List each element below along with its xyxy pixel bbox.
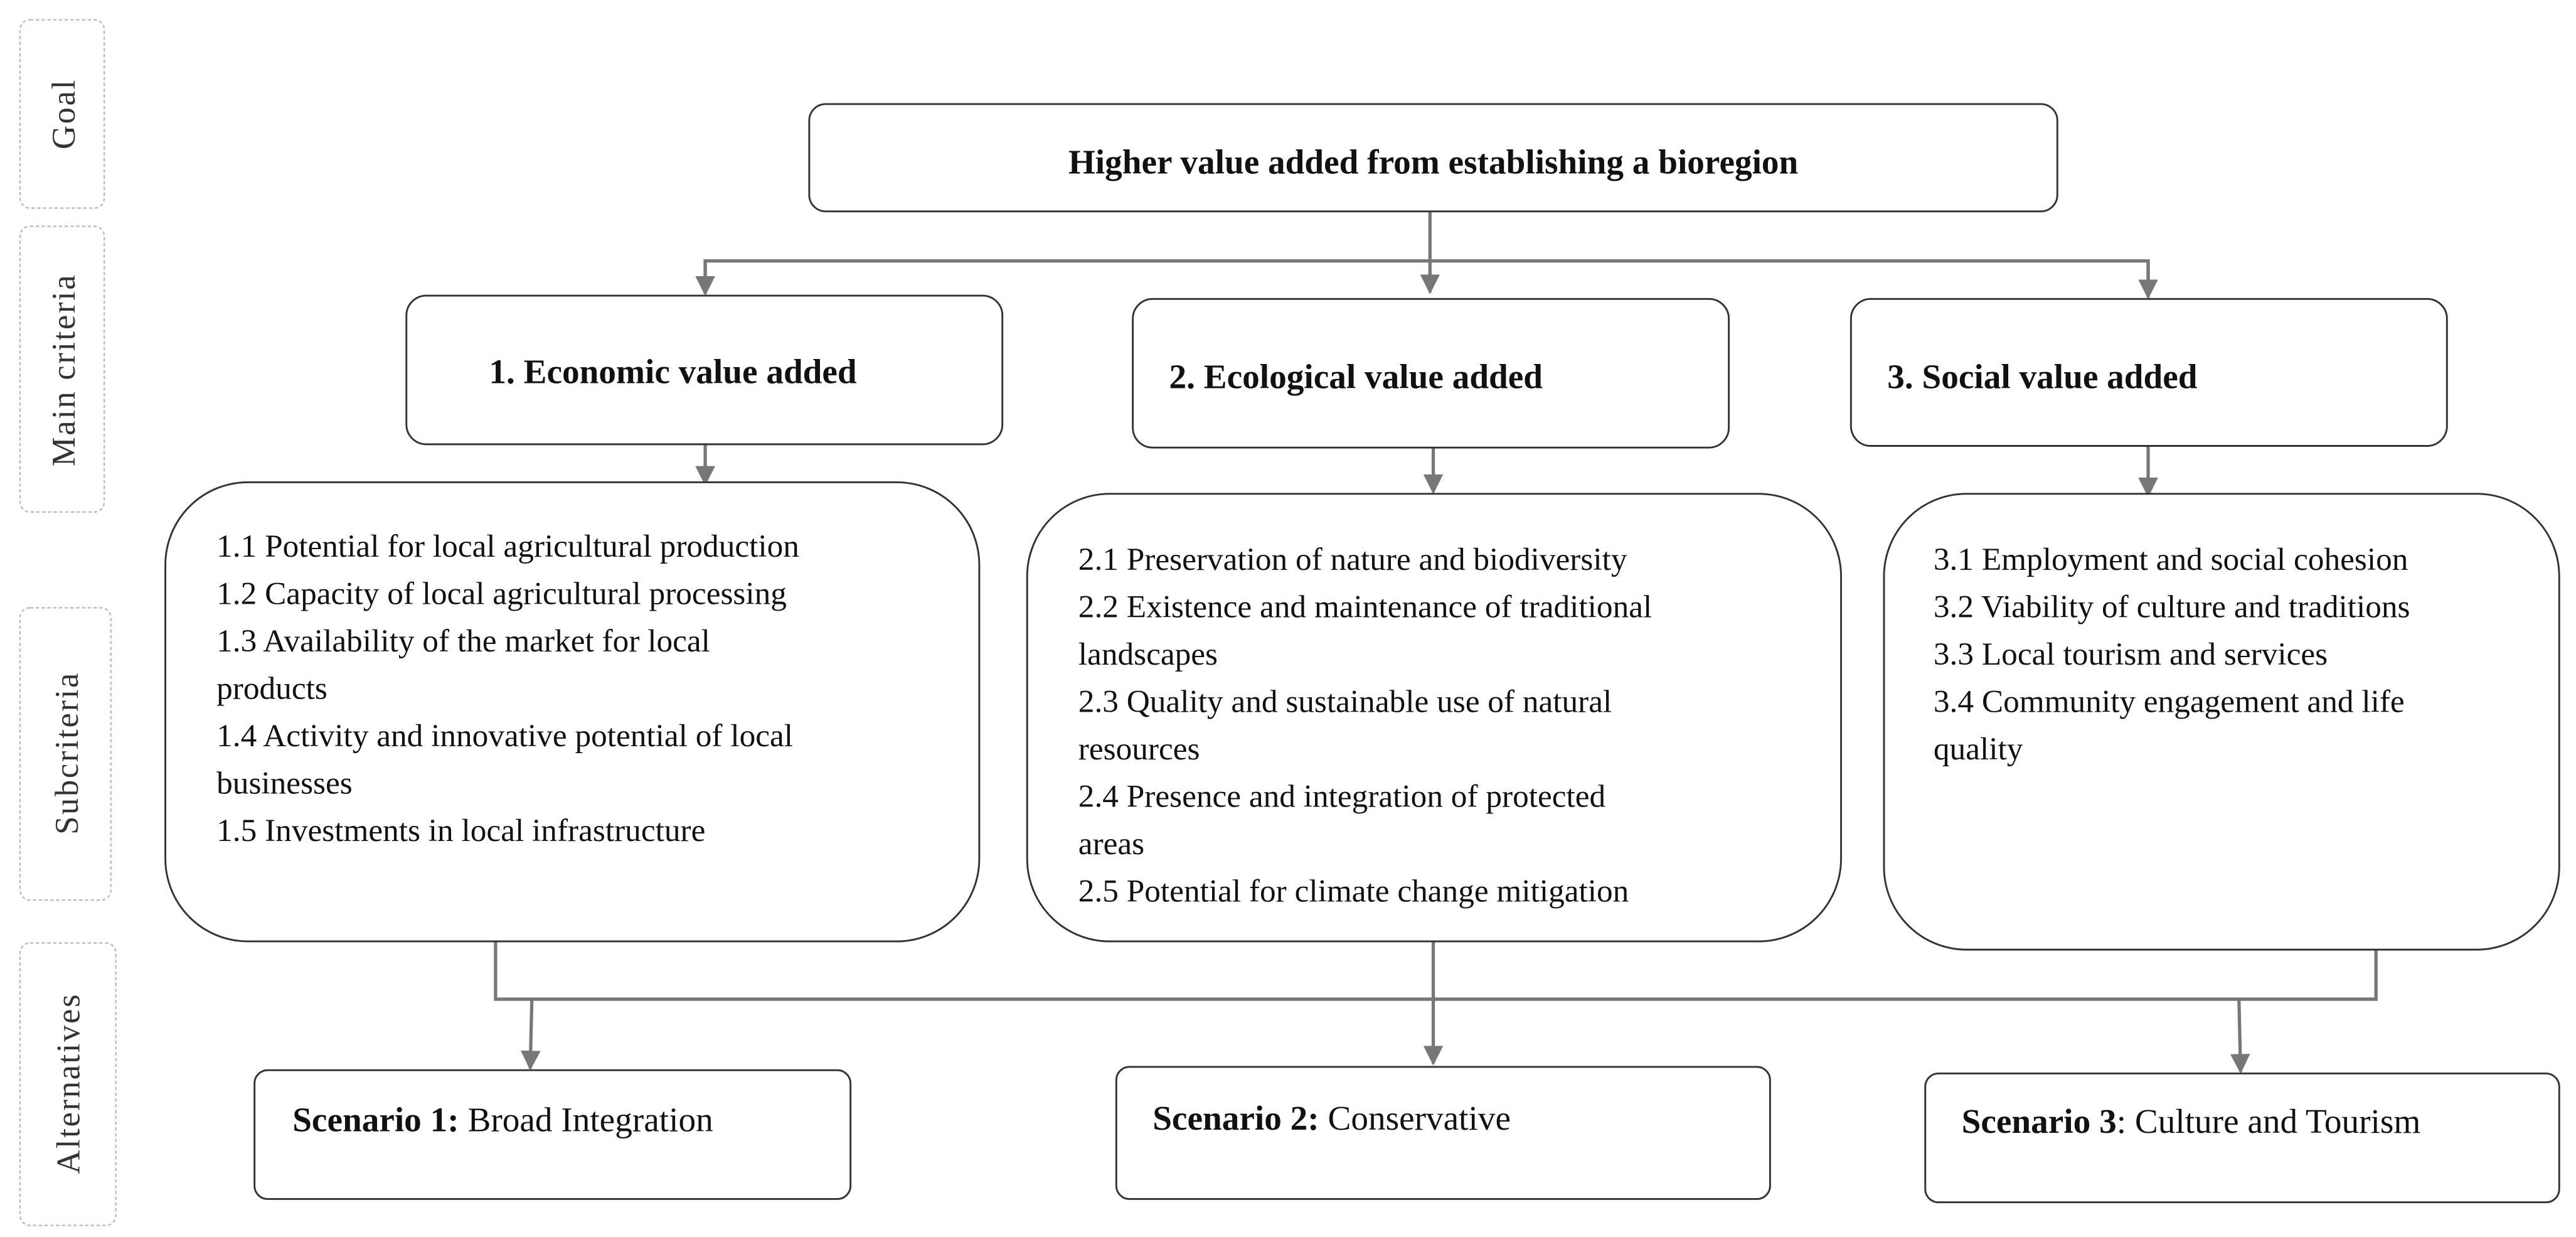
subcriteria-box-2: 2.1 Preservation of nature and biodivers… [1026,493,1843,943]
connectors [494,211,2378,1074]
subcriterion-line: 2.5 Potential for climate change mitigat… [1078,874,1629,909]
subcriterion-line: 3.1 Employment and social cohesion [1934,542,2408,577]
subcriterion-line: 2.2 Existence and maintenance of traditi… [1078,589,1652,624]
subcriterion-line: 1.4 Activity and innovative potential of… [216,718,793,754]
criterion-box-2: 2. Ecological value added [1132,297,1730,449]
criterion-title: 2. Ecological value added [1169,357,1543,395]
subcriterion-line: businesses [216,765,353,801]
subcriterion-line: 2.4 Presence and integration of protecte… [1078,778,1606,814]
criterion-box-1: 1. Economic value added [405,294,1004,446]
goal-title: Higher value added from establishing a b… [1068,142,1798,181]
criterion-box-3: 3. Social value added [1850,297,2448,447]
subcriterion-line: products [216,670,327,706]
subcriterion-line: 1.3 Availability of the market for local [216,623,710,659]
subcriteria-box-3: 3.1 Employment and social cohesion 3.2 Vi… [1883,493,2560,951]
level-label-alternatives: Alternatives [19,942,117,1226]
scenario-label: Scenario 3: Culture and Tourism [1962,1102,2421,1140]
subcriterion-line: landscapes [1078,636,1218,672]
level-text: Main criteria [46,274,82,466]
subcriterion-line: resources [1078,731,1200,767]
scenario-box-1: Scenario 1: Broad Integration [253,1069,852,1200]
scenario-box-3: Scenario 3: Culture and Tourism [1924,1073,2560,1204]
subcriterion-line: 1.5 Investments in local infrastructure [216,813,705,849]
subcriterion-line: 1.1 Potential for local agricultural pro… [216,528,799,564]
subcriterion-line: 3.4 Community engagement and life [1934,683,2405,719]
level-label-subcriteria: Subcriteria [19,607,112,901]
subcriterion-line: 2.3 Quality and sustainable use of natur… [1078,683,1612,719]
scenario-box-2: Scenario 2: Conservative [1115,1066,1771,1200]
arrow-to-scenario-1 [521,999,541,1071]
goal-box: Higher value added from establishing a b… [808,103,2058,213]
subcriterion-line: areas [1078,826,1144,862]
criteria-branch-line [703,259,2150,292]
subcriterion-line: 3.2 Viability of culture and traditions [1934,589,2410,624]
alternatives-branch-line [494,941,2378,1001]
subcriterion-line: 2.1 Preservation of nature and biodivers… [1078,542,1627,577]
level-text: Goal [46,78,82,149]
level-text: Alternatives [51,993,87,1174]
criterion-title: 3. Social value added [1887,357,2198,395]
subcriteria-box-1: 1.1 Potential for local agricultural pro… [164,481,981,943]
arrow-to-scenario-3 [2230,999,2250,1074]
criterion-title: 1. Economic value added [489,353,857,391]
level-label-main-criteria: Main criteria [19,225,105,513]
level-text: Subcriteria [49,672,85,835]
subcriterion-line: 1.2 Capacity of local agricultural proce… [216,576,787,611]
level-label-goal: Goal [19,19,105,209]
subcriterion-line: 3.3 Local tourism and services [1934,636,2328,672]
subcriterion-line: quality [1934,731,2023,767]
scenario-label: Scenario 1: Broad Integration [292,1101,713,1139]
scenario-label: Scenario 2: Conservative [1152,1099,1511,1137]
